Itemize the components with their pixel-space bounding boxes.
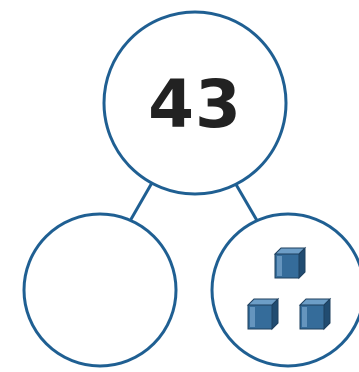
connector-right [232, 179, 261, 226]
part-circle-left [22, 212, 178, 368]
unit-cube-icon [273, 246, 307, 280]
whole-value: 43 [148, 66, 242, 143]
unit-cube-icon [246, 297, 280, 331]
part-node-right [210, 212, 359, 368]
connector-left [128, 179, 155, 223]
whole-circle [102, 10, 288, 196]
unit-cube-icon [298, 297, 332, 331]
part-node-left [22, 212, 178, 368]
whole-node: 43 [102, 10, 288, 226]
part-circle-right [210, 212, 359, 368]
unit-cubes-group [246, 246, 332, 331]
